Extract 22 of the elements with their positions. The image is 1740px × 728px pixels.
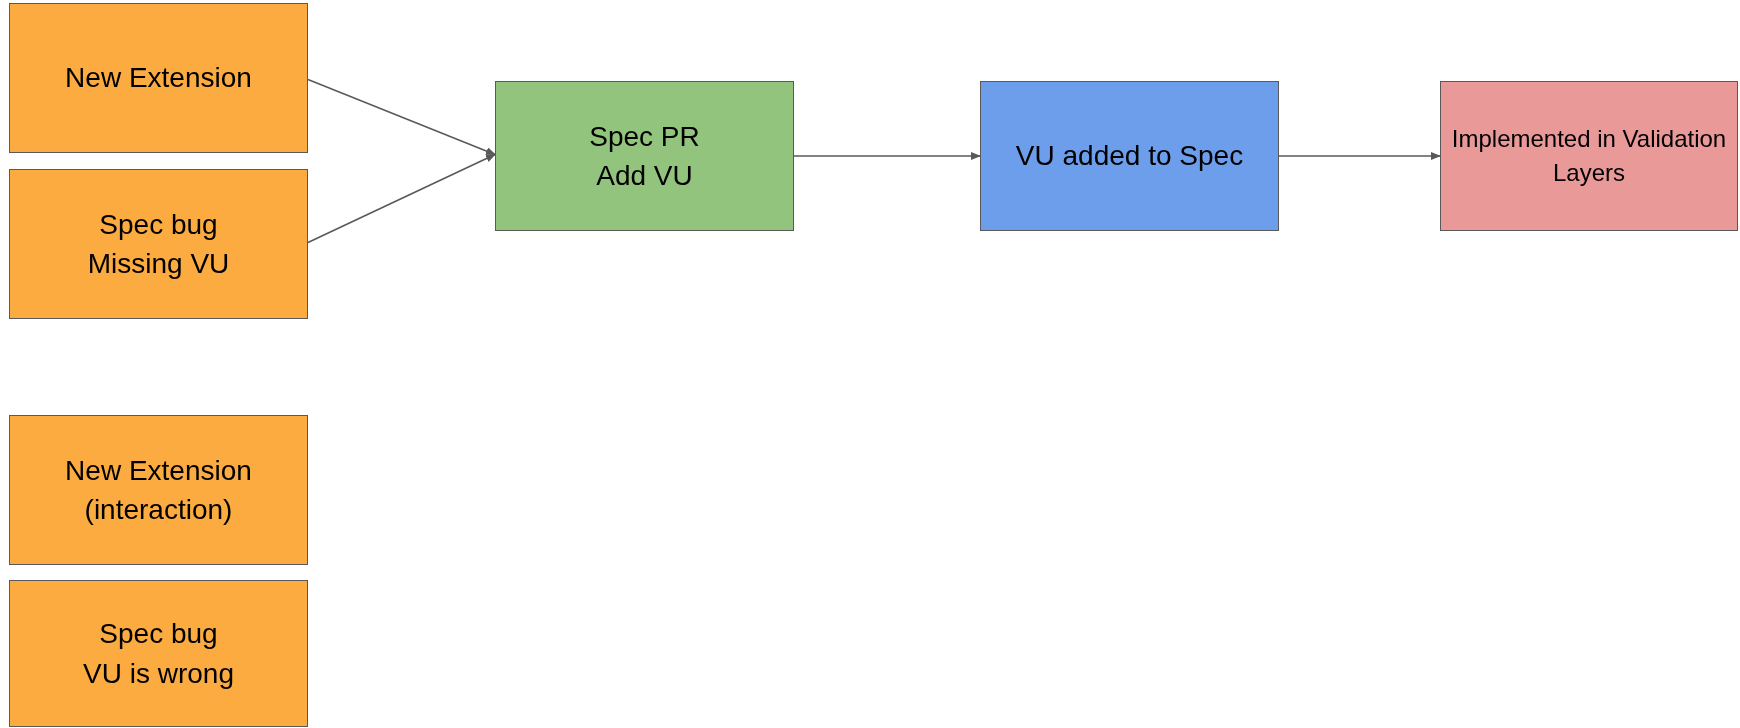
- source-box: [9, 415, 308, 565]
- source-box: [9, 169, 308, 319]
- box-label: VU added to Spec: [1015, 139, 1244, 174]
- box-label: VU is wrong: [83, 656, 234, 691]
- source-box: [9, 3, 308, 153]
- box-label: Missing VU: [87, 247, 230, 281]
- arrow: [307, 153, 496, 244]
- arrow: [307, 78, 496, 156]
- box-label: New Extension: [65, 61, 252, 96]
- process-box: [980, 81, 1279, 231]
- process-box: [1440, 81, 1738, 231]
- arrow: [793, 152, 981, 160]
- process-box: [495, 81, 794, 231]
- source-box: [9, 580, 308, 727]
- box-label: Implemented in Validation Layers: [1451, 124, 1727, 188]
- box-label: Spec bug: [99, 617, 218, 652]
- box-label: Add VU: [596, 159, 693, 193]
- box-label: Spec bug: [99, 207, 218, 242]
- box-label: Spec PR: [589, 119, 700, 154]
- box-label: (interaction): [84, 493, 233, 527]
- arrow: [1278, 152, 1441, 160]
- box-label: New Extension: [65, 453, 252, 488]
